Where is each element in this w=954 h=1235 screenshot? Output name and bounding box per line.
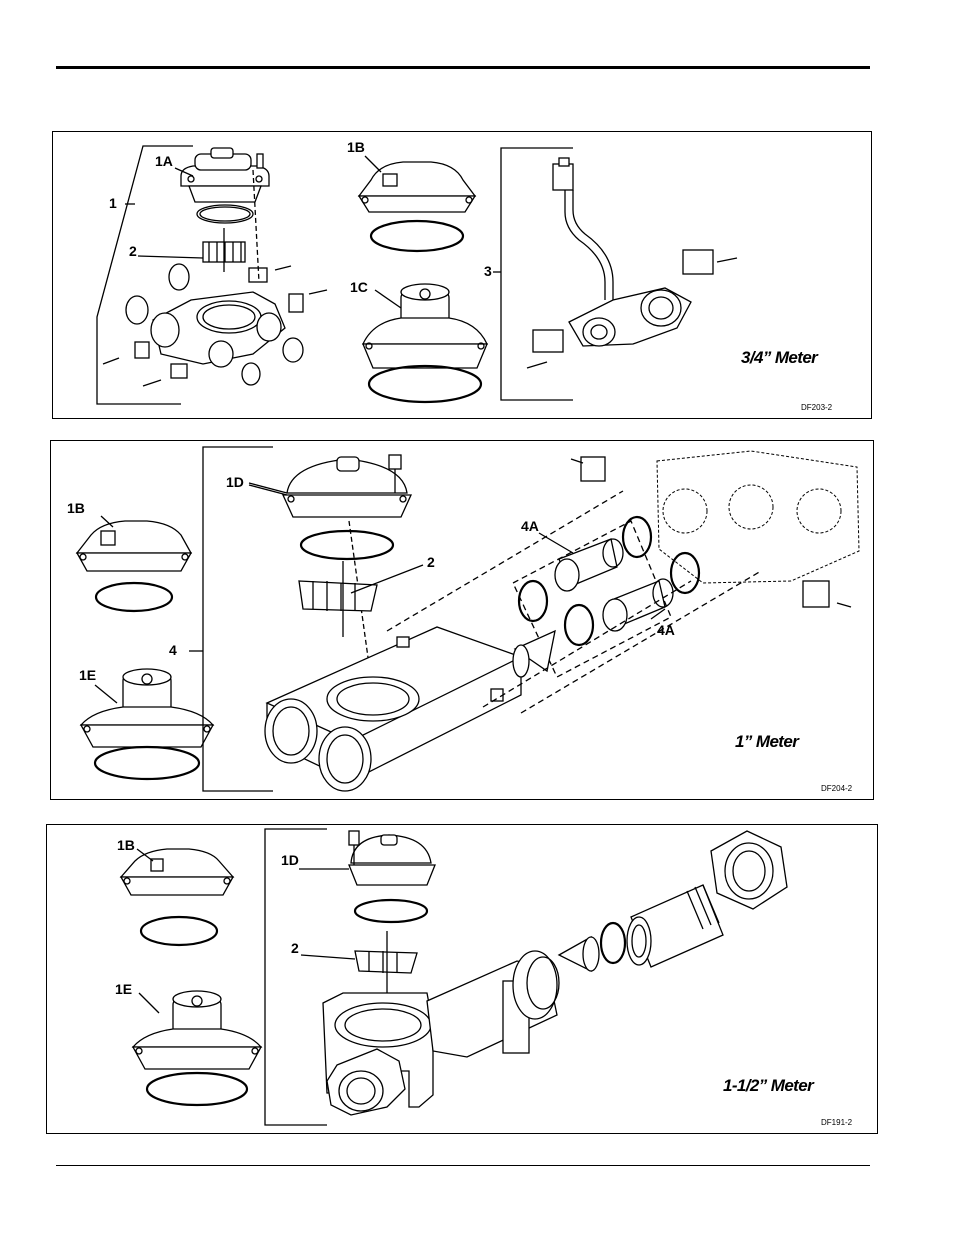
strainer-cone-part [513,631,555,677]
panel-one-and-half-meter: 1B 1E 1D 2 1-1/2” Meter DF191-2 [46,824,878,1134]
panel-one-inch-meter: 1B 1E 4 1D 2 4A 4A 1” Meter DF204-2 [50,440,874,800]
clips-and-screws [571,457,851,607]
o-ring [283,338,303,362]
callout-1e: 1E [115,982,132,996]
drawing-code: DF203-2 [801,403,832,412]
cover-1b-part [359,162,475,251]
callout-2: 2 [291,941,299,955]
o-ring [601,923,625,963]
callout-1d: 1D [226,475,244,489]
o-ring [169,264,189,290]
cover-1d-part [299,831,435,922]
callout-3: 3 [484,264,492,278]
callout-2: 2 [427,555,435,569]
group-bracket-4 [203,447,273,791]
meter-title-one-inch: 1” Meter [735,732,798,752]
impeller-2-part [301,931,417,995]
callout-4a-top: 4A [521,519,539,533]
callout-1c: 1C [350,280,368,294]
cover-1b-part [77,516,191,611]
meter-body-1-part [265,627,521,791]
drawing-code: DF191-2 [821,1118,852,1127]
meter-body-part [151,292,285,367]
o-ring [242,363,260,385]
o-ring [519,581,547,621]
cover-1c-part [363,284,487,402]
adapter-part [627,885,723,967]
leader-4a-top [539,533,573,553]
top-rule [56,66,870,69]
strainer-cone-part [559,937,599,971]
callout-1d: 1D [281,853,299,867]
impeller-2-part [138,228,245,272]
callout-1b: 1B [67,501,85,515]
callout-1: 1 [109,196,117,210]
panel-three-quarter-meter: 1 1A 1B 1C 2 3 3/4” Meter DF203-2 [52,131,872,419]
leader-1b [365,156,381,172]
cover-1b-part [121,849,233,945]
control-valve-body-part [657,451,859,583]
three-quarter-meter-drawing [53,132,871,418]
leader-1d [249,485,287,495]
cover-1e-part [133,991,261,1105]
union-nut-part [711,831,787,909]
meter-body-112-part [323,951,559,1115]
callout-4: 4 [169,643,177,657]
group-bracket-1 [97,146,193,404]
callout-4a-bottom: 4A [657,623,675,637]
callout-1a: 1A [155,154,173,168]
callout-1b: 1B [347,140,365,154]
meter-title-one-and-half: 1-1/2” Meter [723,1076,813,1096]
callout-1b: 1B [117,838,135,852]
bottom-rule [56,1165,870,1166]
cover-1e-part [81,669,213,779]
turbine-assembly-3-part [527,158,737,368]
o-ring [126,296,148,324]
drawing-code: DF204-2 [821,784,852,793]
callout-1e: 1E [79,668,96,682]
o-ring [565,605,593,645]
leader-1c [375,290,401,308]
o-ring [671,553,699,593]
cover-1d-part [249,455,411,679]
callout-2: 2 [129,244,137,258]
group-bracket [265,829,327,1125]
meter-title-three-quarter: 3/4” Meter [741,348,817,368]
